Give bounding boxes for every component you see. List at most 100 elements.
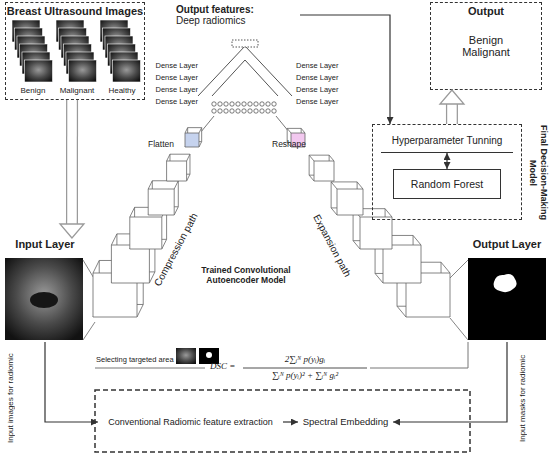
block-edge xyxy=(301,128,305,133)
conv-layer-block xyxy=(309,155,334,181)
neuron-unit xyxy=(272,109,276,113)
ultrasound-image xyxy=(5,258,83,340)
node-title: Spectral Embedding xyxy=(298,417,393,428)
node-title: Output features: xyxy=(176,4,300,16)
neuron-unit xyxy=(266,102,270,106)
lesion-shadow xyxy=(30,292,58,308)
output-box: OutputBenign Malignant xyxy=(430,2,542,90)
block-edge xyxy=(331,182,337,189)
ultrasound-thumbnail xyxy=(69,60,97,82)
block-front-face xyxy=(383,245,421,283)
block-edge xyxy=(357,182,363,189)
block-front-face xyxy=(111,245,149,283)
neuron-unit xyxy=(230,102,234,106)
formula-text: DSC = xyxy=(210,361,242,371)
input-layer-box: Input Layer xyxy=(3,238,87,342)
connector-line xyxy=(300,15,390,124)
mask-blob xyxy=(494,274,517,292)
neuron-unit xyxy=(236,109,240,113)
connector xyxy=(447,153,448,169)
block-edge xyxy=(93,260,99,273)
neuron-unit xyxy=(260,109,264,113)
neuron-unit xyxy=(218,102,222,106)
conv-layer-block xyxy=(148,181,178,215)
node-title: Hyperparameter Tunning xyxy=(381,135,513,147)
neuron-unit xyxy=(242,102,246,106)
node-title: Random Forest xyxy=(394,178,500,190)
layer-label: Dense Layer xyxy=(296,62,348,71)
block-arrow-body xyxy=(447,104,457,124)
selection-line xyxy=(370,368,468,369)
block-edge xyxy=(375,273,383,283)
block-edge xyxy=(329,155,334,161)
block-arrow-casing xyxy=(66,100,78,224)
neuron-unit xyxy=(254,109,258,113)
mask-image xyxy=(468,258,546,340)
block-edge xyxy=(309,175,314,181)
connector-line xyxy=(45,342,98,422)
output-layer-box: Output Layer xyxy=(464,238,550,342)
operation-label: Reshape xyxy=(272,140,320,150)
bottleneck-layer xyxy=(232,40,258,47)
conv-layer-block xyxy=(185,128,202,147)
connector-line xyxy=(393,342,507,422)
layer-label: Dense Layer xyxy=(150,74,198,83)
node-text: Benign Malignant xyxy=(455,34,517,59)
block-edge xyxy=(111,234,117,245)
connector-line xyxy=(283,421,298,422)
ultrasound-thumbnail xyxy=(25,60,53,82)
fraction-bar xyxy=(243,368,367,369)
neuron-unit xyxy=(218,109,222,113)
class-label: Malignant xyxy=(52,86,102,95)
block-arrow xyxy=(440,90,464,124)
block-edge xyxy=(174,181,178,189)
dense-chevron xyxy=(198,46,292,96)
radiomics-group xyxy=(95,390,470,452)
layer-label: Dense Layer xyxy=(150,62,198,71)
neuron-unit xyxy=(266,109,270,113)
step-label: Selecting targeted area xyxy=(96,356,176,365)
mini-mask-blob xyxy=(206,352,212,358)
block-arrow xyxy=(60,100,84,238)
node-title: Output xyxy=(431,5,541,18)
block-arrow-head xyxy=(60,224,84,238)
block-edge xyxy=(187,154,190,161)
neuron-unit xyxy=(254,102,258,106)
neuron-unit xyxy=(212,102,216,106)
neuron-unit xyxy=(224,102,228,106)
connector xyxy=(393,342,507,422)
layer-label: Dense Layer xyxy=(296,74,348,83)
block-edge xyxy=(287,128,291,133)
edge-label: Input images for radiomic xyxy=(4,346,18,450)
classifier-box: Random Forest xyxy=(393,169,501,199)
block-arrow-casing xyxy=(446,104,458,124)
formula-text: 2∑ᵢᴺ p(yᵢ)gᵢ xyxy=(240,354,370,364)
block-front-face xyxy=(337,189,363,215)
block-front-face xyxy=(130,217,162,249)
block-edge xyxy=(162,239,167,249)
decision-model-box: Final Decision-Making ModelHyperparamete… xyxy=(372,124,522,220)
block-edge xyxy=(185,128,188,133)
node-text: Deep radiomics xyxy=(176,15,300,27)
neuron-unit xyxy=(242,109,246,113)
block-arrow-body xyxy=(67,100,77,224)
block-edge xyxy=(441,262,450,273)
block-edge xyxy=(353,241,360,249)
selection-line xyxy=(468,342,469,368)
conv-layer-block xyxy=(167,154,190,181)
block-edge xyxy=(385,209,392,217)
selection-line xyxy=(95,368,205,369)
block-edge xyxy=(137,304,143,317)
block-edge xyxy=(199,128,202,133)
projection-line xyxy=(450,260,468,278)
conv-layer-block xyxy=(331,182,363,215)
node-title: Conventional Radiomic feature extraction xyxy=(98,417,283,427)
block-front-face xyxy=(314,161,334,181)
tuning-box: Hyperparameter Tunning xyxy=(381,129,513,153)
block-front-face xyxy=(360,217,392,249)
block-edge xyxy=(309,155,314,161)
neuron-unit xyxy=(224,109,228,113)
neuron-unit xyxy=(248,109,252,113)
block-front-face xyxy=(167,161,187,181)
